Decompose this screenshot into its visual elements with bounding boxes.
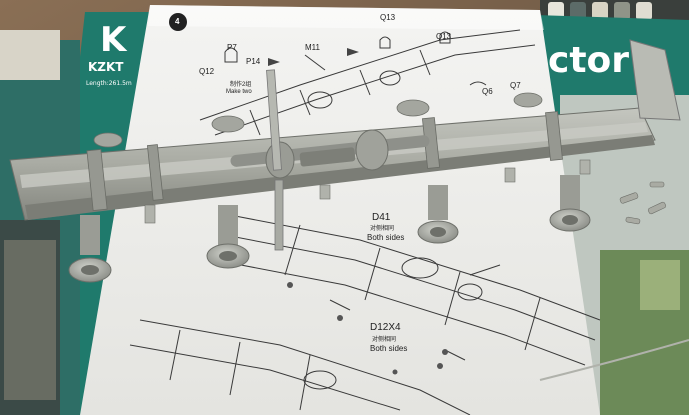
box-left-brand-small: KZKT [88,60,124,74]
wheel-hub-3 [417,185,459,244]
label-p7: P7 [227,43,237,52]
label-d12-en: Both sides [370,344,408,353]
loose-parts [619,181,667,225]
label-q13-b: Q13 [436,32,452,41]
diagram-bottom [129,214,601,415]
label-q6: Q6 [482,87,493,96]
wheel-hub-4 [549,175,591,232]
diagram-top [199,29,536,136]
label-p14: P14 [246,57,261,66]
sprue-wire [539,339,689,381]
cross-members [86,111,563,212]
paint-bottles [548,2,652,20]
diagram-arrows [268,48,359,66]
label-make-two-en: Make two [226,89,252,95]
lower-strut [274,179,284,251]
label-q12: Q12 [199,67,215,76]
label-d41-en: Both sides [367,233,405,242]
diagram-bolts [287,282,448,375]
wheel-hub-1 [68,215,112,283]
label-d41-cn: 对侧相同 [370,226,395,232]
instruction-sheet [80,5,600,415]
label-m11: M11 [305,43,320,52]
step-badge [169,13,187,31]
label-q13-a: Q13 [380,13,396,22]
label-q7: Q7 [510,81,521,90]
wheel-hub-2 [206,205,250,269]
upper-spring-seats [93,92,543,148]
chassis-model [9,39,681,283]
label-d12-cn: 对侧相同 [372,337,397,343]
box-left-brand: K [100,20,127,60]
cab-mount [629,39,681,121]
upright-strut [266,69,282,171]
box-right-title: ctor [548,40,630,81]
brackets [144,159,591,224]
label-d41-code: D41 [372,212,391,223]
step-number: 4 [175,17,180,26]
box-left-subline: Length:261.5m [86,80,132,87]
label-d12-code: D12X4 [370,322,401,333]
label-make-two-cn: 制作2组 [230,82,252,88]
wheel-hubs [68,175,591,283]
